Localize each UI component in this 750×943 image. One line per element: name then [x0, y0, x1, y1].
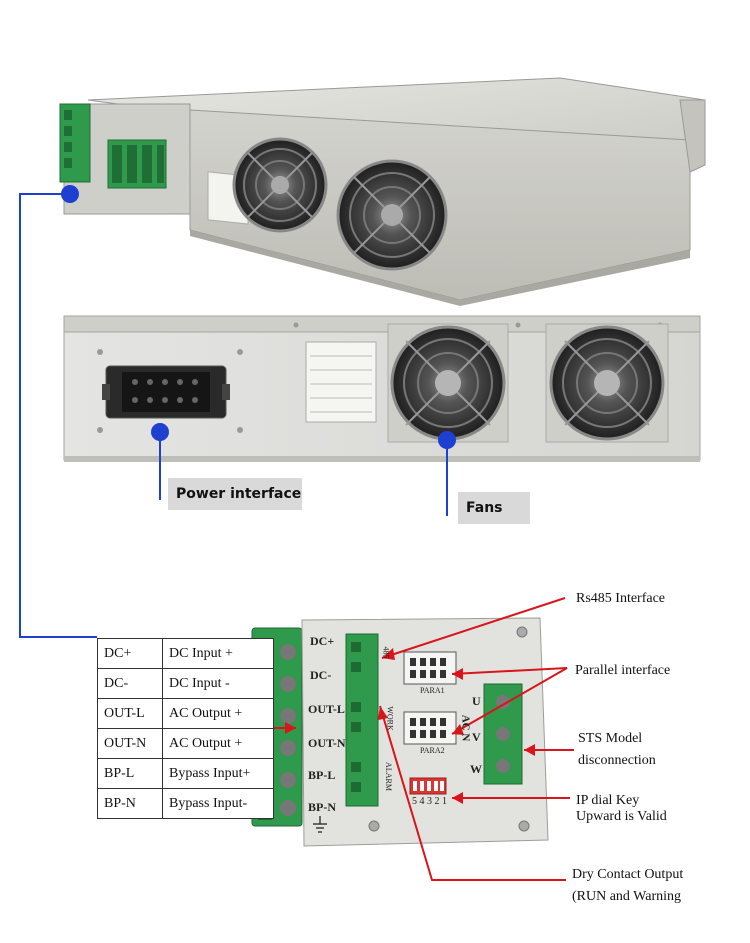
- panel-label-out-n: OUT-N: [308, 736, 346, 750]
- annotation-sts-line2: disconnection: [578, 753, 656, 768]
- panel-label-out-l: OUT-L: [308, 702, 345, 716]
- callout-power-interface: Power interface: [168, 478, 302, 510]
- pin-name-cell: OUT-L: [97, 698, 163, 729]
- dip-number-label: 5 4 3 2 1: [412, 796, 447, 807]
- work-label: WORK: [385, 706, 395, 731]
- blue-leader-lines: [19, 193, 448, 638]
- callout-power-interface-label: Power interface: [176, 486, 302, 502]
- fan-icon: [336, 159, 448, 271]
- uvw-u-label: U: [472, 694, 481, 708]
- terminal-block-icon: [345, 633, 379, 807]
- panel-label-dc-plus: DC+: [310, 634, 335, 648]
- table-row: DC+DC Input +: [97, 638, 274, 669]
- annotation-dry-line1: Dry Contact Output: [572, 867, 684, 882]
- pin-name-cell: DC-: [97, 668, 163, 699]
- alarm-label: ALARM: [383, 762, 393, 791]
- pin-name-cell: BP-L: [97, 758, 163, 789]
- unit-perspective-view: [59, 77, 706, 306]
- table-row: DC-DC Input -: [97, 668, 274, 699]
- unit-rear-panel: [63, 315, 701, 462]
- red-arrows: [244, 597, 574, 881]
- pin-name-cell: DC+: [97, 638, 163, 669]
- uvw-w-label: W: [470, 762, 482, 776]
- fan-icon: [545, 323, 669, 443]
- pin-description-cell: Bypass Input-: [162, 788, 274, 819]
- annotation-ip-line1: IP dial Key: [576, 793, 640, 808]
- para2-label: PARA2: [420, 746, 445, 755]
- fan-icon: [387, 323, 509, 443]
- uvw-v-label: V: [472, 730, 481, 744]
- pin-name-cell: BP-N: [97, 788, 163, 819]
- pin-description-cell: DC Input +: [162, 638, 274, 669]
- ground-icon: [313, 816, 327, 833]
- callout-fans: Fans: [458, 492, 530, 524]
- acn-label: AC N: [459, 714, 472, 742]
- pin-description-cell: AC Output +: [162, 698, 274, 729]
- terminal-panel-closeup: [251, 617, 549, 847]
- pin-description-cell: Bypass Input+: [162, 758, 274, 789]
- power-connector-icon: [102, 365, 230, 419]
- rs485-port-label: 485: [381, 646, 391, 659]
- panel-label-bp-l: BP-L: [308, 768, 336, 782]
- annotation-rs485: Rs485 Interface: [576, 591, 666, 606]
- panel-label-dc-minus: DC-: [310, 668, 332, 682]
- annotation-ip-line2: Upward is Valid: [576, 809, 667, 824]
- pin-description-cell: AC Output +: [162, 728, 274, 759]
- para1-label: PARA1: [420, 686, 445, 695]
- pin-name-cell: OUT-N: [97, 728, 163, 759]
- callout-fans-label: Fans: [466, 500, 503, 516]
- annotation-dry-line2: (RUN and Warning: [572, 889, 682, 904]
- annotation-parallel: Parallel interface: [575, 663, 671, 678]
- annotation-sts-line1: STS Model: [578, 731, 643, 746]
- pin-description-cell: DC Input -: [162, 668, 274, 699]
- panel-label-bp-n: BP-N: [308, 800, 336, 814]
- fan-icon: [232, 137, 328, 233]
